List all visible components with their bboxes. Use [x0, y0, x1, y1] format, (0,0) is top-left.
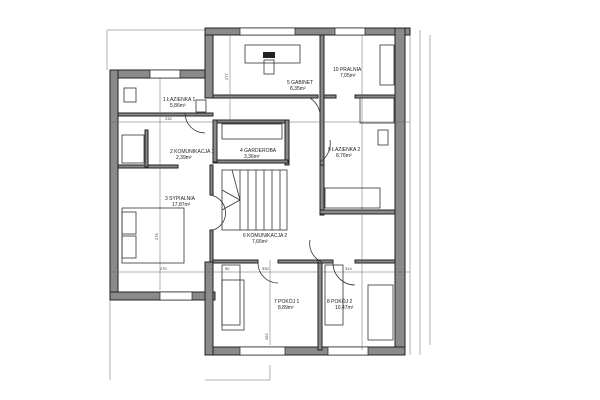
bed-pokoj-2: [367, 284, 394, 341]
bed: [121, 207, 185, 264]
roof-outline: [106, 29, 431, 381]
svg-text:232: 232: [165, 116, 172, 121]
toilet-1: [123, 87, 137, 103]
shower: [121, 134, 145, 164]
washer: [379, 44, 395, 86]
svg-text:314: 314: [345, 266, 352, 271]
toilet-2: [377, 129, 389, 146]
furniture: [121, 44, 395, 341]
svg-text:90: 90: [225, 266, 230, 271]
interior-walls: [117, 34, 396, 351]
desk: [244, 44, 301, 64]
dimension-lines: [110, 35, 410, 350]
svg-text:276: 276: [154, 233, 159, 240]
shower-2: [359, 97, 395, 124]
wardrobe-pokoj-1: [221, 264, 241, 326]
svg-text:270: 270: [160, 266, 167, 271]
sink: [195, 99, 207, 113]
svg-text:292: 292: [264, 333, 269, 340]
doors: [184, 97, 356, 286]
wardrobe-pokoj-2: [324, 264, 344, 326]
dimension-labels: 232 277 330 314 270 276 292 90: [154, 73, 352, 340]
wardrobe-garderoba: [221, 123, 283, 140]
staircase: [221, 169, 288, 231]
chair: [263, 52, 275, 58]
bathtub-1: [324, 187, 381, 209]
svg-text:277: 277: [224, 73, 229, 80]
windows: [149, 27, 369, 356]
bed-pokoj-1: [221, 279, 245, 331]
svg-text:330: 330: [262, 266, 269, 271]
